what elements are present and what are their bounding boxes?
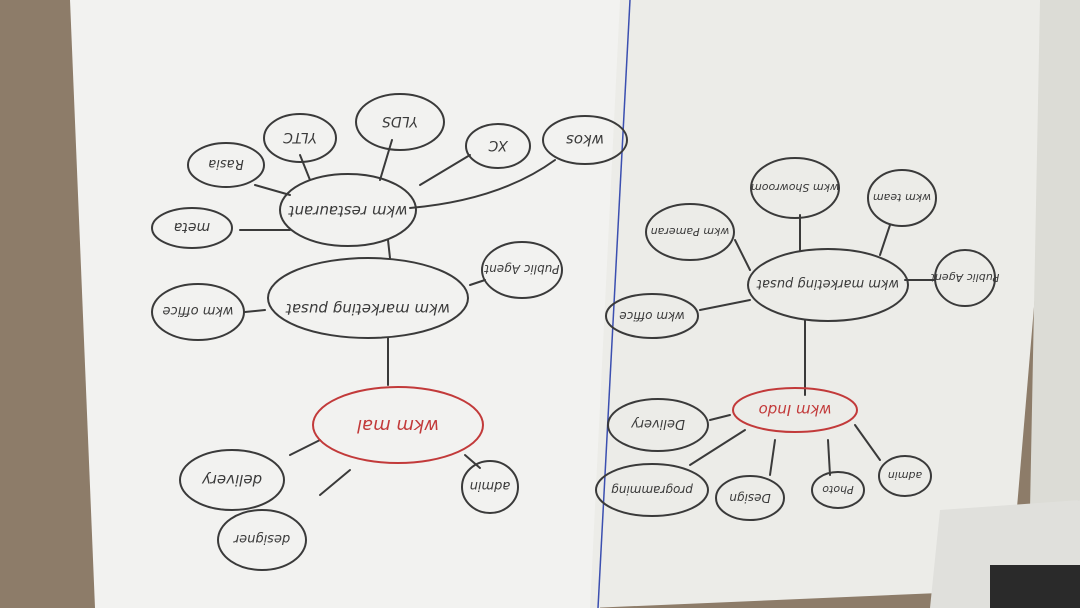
left-meta-label: meta: [174, 219, 210, 235]
right-showroom-label: wkm Showroom: [751, 181, 839, 194]
right-admin-label: admin: [888, 469, 922, 482]
left-yltc-node: [263, 113, 337, 163]
right-programming-label: programming: [611, 483, 694, 497]
left-mind-map: wkm marketing pusat wkm restaurant wkm m…: [151, 93, 628, 571]
left-admin-label: admin: [470, 478, 511, 493]
right-office-node: [605, 293, 699, 339]
left-public-agent-node: [481, 241, 563, 299]
left-mal-label: wkm mal: [357, 415, 439, 436]
right-center-label: wkm marketing pusat: [756, 276, 899, 291]
left-designer-label: designer: [232, 531, 290, 546]
left-ylds-node: [355, 93, 445, 151]
left-delivery-label: delivery: [201, 471, 262, 489]
left-center-label: wkm marketing pusat: [285, 300, 450, 318]
right-photo-node: [811, 471, 865, 509]
left-meta-node: [151, 207, 233, 249]
right-public-agent-node: [934, 249, 996, 307]
left-office-node: [151, 283, 245, 341]
right-delivery-label: Delivery: [631, 416, 685, 431]
left-restaurant-node: [279, 173, 417, 247]
left-rasia-label: Rasia: [208, 156, 243, 171]
right-team-node: [867, 169, 937, 227]
left-admin-node: [461, 460, 519, 514]
left-rasia-node: [187, 142, 265, 188]
right-photo-label: Photo: [822, 483, 854, 496]
left-office-label: wkm office: [162, 303, 233, 318]
left-mal-node: [312, 386, 484, 464]
right-public-agent-label: Public Agent: [930, 271, 999, 284]
right-mind-map: wkm marketing pusat wkm Indo Public Agen…: [595, 157, 999, 521]
right-admin-node: [878, 455, 932, 497]
left-yltc-label: YLTC: [283, 129, 317, 145]
right-delivery-node: [607, 398, 709, 452]
left-xc-label: XC: [488, 137, 508, 153]
right-design-node: [715, 475, 785, 521]
right-indo-node: [732, 387, 858, 433]
left-wkos-label: wkos: [566, 131, 604, 149]
left-restaurant-label: wkm restaurant: [287, 202, 407, 220]
left-public-agent-label: Public Agent: [483, 262, 559, 276]
right-office-label: wkm office: [619, 309, 685, 323]
right-pameran-label: wkm Pameran: [651, 225, 730, 238]
left-delivery-node: [179, 449, 285, 511]
left-ylds-label: YLDS: [382, 113, 418, 129]
right-team-label: wkm team: [873, 191, 931, 204]
right-center-node: [747, 248, 909, 322]
right-programming-node: [595, 463, 709, 517]
right-showroom-node: [750, 157, 840, 219]
left-center-node: [267, 257, 469, 339]
left-xc-node: [465, 123, 531, 169]
left-wkos-node: [542, 115, 628, 165]
right-indo-label: wkm Indo: [759, 401, 832, 419]
left-designer-node: [217, 509, 307, 571]
right-design-label: Design: [729, 491, 770, 505]
right-pameran-node: [645, 203, 735, 261]
